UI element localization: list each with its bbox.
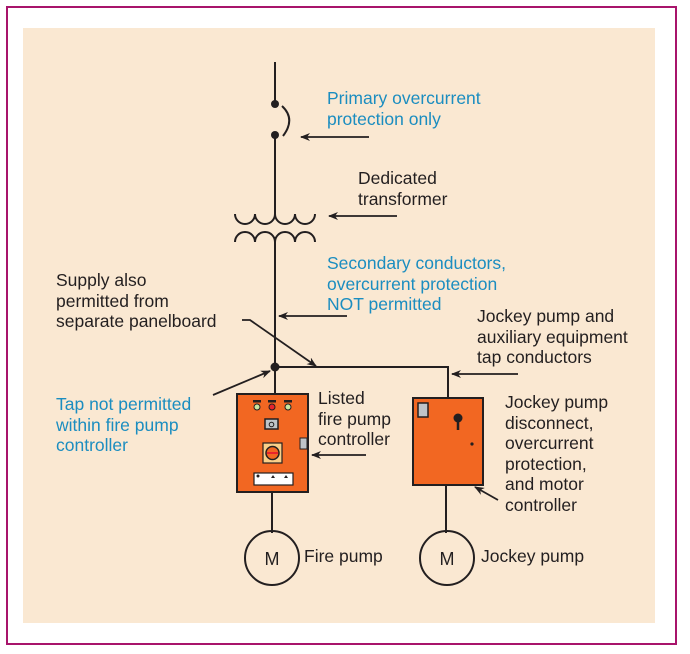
label-line: Listed: [318, 388, 365, 408]
figure-frame: [6, 6, 677, 645]
label-line: NOT permitted: [327, 294, 442, 314]
label-secondary-conductors: Secondary conductors, overcurrent protec…: [327, 253, 506, 315]
label-fire-pump-controller: Listed fire pump controller: [318, 388, 391, 450]
jockey-pump-controller: [412, 397, 484, 486]
label-line: auxiliary equipment: [477, 326, 628, 347]
fire-pump-motor-icon: [244, 530, 300, 586]
label-line: and motor: [505, 474, 584, 494]
label-line: protection only: [327, 108, 441, 129]
label-line: within fire pump: [56, 414, 179, 435]
arrow-jockey-controller: [474, 486, 499, 501]
label-line: Primary overcurrent: [327, 88, 481, 108]
window-icon: [417, 402, 429, 418]
switch-icon: [299, 437, 308, 450]
label-jockey-controller: Jockey pump disconnect, overcurrent prot…: [505, 392, 608, 515]
circuit-breaker-icon: [271, 100, 291, 139]
label-line: Supply also: [56, 270, 147, 290]
motor-leads: [271, 485, 447, 533]
jockey-motor-symbol: M: [440, 549, 455, 569]
label-line: fire pump: [318, 408, 391, 429]
label-line: transformer: [358, 188, 448, 209]
label-line: permitted from: [56, 290, 169, 311]
label-supply-panelboard: Supply also permitted from separate pane…: [56, 270, 217, 332]
meter-icon: [264, 418, 279, 430]
label-line: Secondary conductors,: [327, 253, 506, 273]
label-fire-pump: Fire pump: [304, 546, 383, 566]
jockey-tap-conductors: [275, 366, 449, 398]
label-line: separate panelboard: [56, 311, 217, 331]
terminal-strip: [253, 472, 294, 486]
arrow-supply-panelboard: [242, 319, 317, 367]
label-jockey-tap: Jockey pump and auxiliary equipment tap …: [477, 306, 628, 368]
arrow-tap-not-permitted: [212, 370, 271, 396]
indicator-lights: [253, 400, 292, 411]
label-line: disconnect,: [505, 412, 594, 433]
label-line: controller: [318, 429, 390, 449]
label-line: controller: [56, 435, 128, 455]
label-line: tap conductors: [477, 347, 592, 367]
label-line: Jockey pump and: [477, 306, 615, 326]
fire-pump-controller: [236, 393, 309, 493]
label-line: overcurrent: [505, 433, 594, 453]
rotary-disconnect-icon: [262, 442, 283, 464]
label-primary-ocp: Primary overcurrent protection only: [327, 88, 481, 129]
label-line: protection,: [505, 453, 587, 474]
transformer-coil-icon: [234, 205, 316, 243]
label-line: Dedicated: [358, 168, 437, 188]
label-line: controller: [505, 494, 577, 515]
label-transformer: Dedicated transformer: [358, 168, 447, 209]
label-line: Tap not permitted: [56, 394, 192, 414]
fire-motor-symbol: M: [265, 549, 280, 569]
diagram-background: [23, 28, 655, 623]
label-line: Jockey pump: [505, 392, 609, 412]
jockey-pump-motor-icon: [419, 530, 475, 586]
label-tap-not-permitted: Tap not permitted within fire pump contr…: [56, 394, 191, 456]
label-jockey-pump: Jockey pump: [481, 546, 585, 566]
label-line: overcurrent protection: [327, 273, 498, 294]
